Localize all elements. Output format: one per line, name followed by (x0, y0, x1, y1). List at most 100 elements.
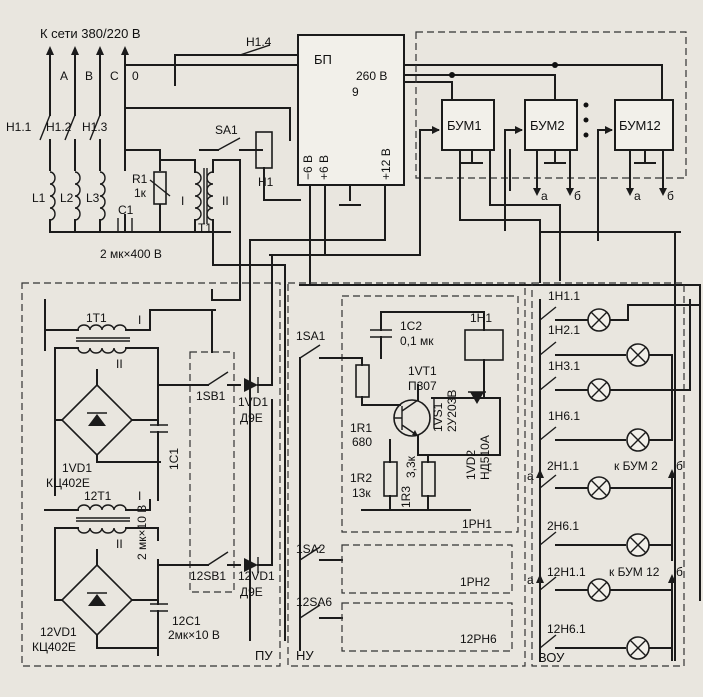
switch-h11: Н1.1 (6, 120, 32, 134)
switch-12sb1 (207, 551, 229, 566)
1c2-label: 1С2 (400, 319, 422, 333)
sa1-label: SA1 (215, 123, 238, 137)
phase-0: 0 (132, 69, 139, 83)
rn1-label: 1РН1 (462, 517, 492, 531)
vou-contact-2: 1Н2.1 (548, 323, 580, 337)
t1-label: T1 (198, 221, 212, 235)
12vd1-label: 12VD1 (40, 625, 77, 639)
bum-2 (524, 99, 578, 151)
12sb1-label: 12SB1 (190, 569, 226, 583)
phase-arrows (46, 46, 129, 116)
psu-out-m6: −6 В (301, 155, 315, 180)
psu-block (297, 34, 405, 186)
psu-mark: 9 (352, 85, 359, 99)
switch-12sa6 (299, 604, 321, 619)
1sa2-label: 1SA2 (296, 542, 326, 556)
vou-a-12: а (527, 573, 534, 587)
transistor-1vt1 (393, 384, 431, 456)
relay-1h1 (464, 329, 504, 361)
vou-contact-4: 1Н6.1 (548, 409, 580, 423)
12vd1d-type: Д9Е (240, 585, 263, 599)
vou-row-4 (539, 426, 673, 452)
inductor-l1: L1 (32, 191, 46, 205)
psu-out-p6: +6 В (317, 155, 331, 180)
12t1-w1: I (138, 489, 141, 503)
nu-region (287, 282, 526, 667)
vou-contact-6: 2Н6.1 (547, 519, 579, 533)
rn2-region (341, 544, 513, 594)
bum12-out-a: а (634, 189, 641, 203)
1t1-w2: II (116, 357, 123, 371)
vou-region (531, 282, 685, 667)
switch-1sa2 (299, 546, 321, 561)
c1-value: 2 мк×400 В (100, 247, 162, 261)
bum-1 (441, 99, 495, 151)
relay-h1-label: Н1 (258, 175, 274, 189)
1vt1-type: П307 (408, 379, 437, 393)
phase-c: C (110, 69, 119, 83)
pu-c-val: 2 мк×10 В (135, 505, 149, 560)
12c1-label: 12С1 (172, 614, 201, 628)
1r2-value: 13к (352, 486, 371, 500)
t1-w2: II (222, 194, 229, 208)
psu-out-12: +12 В (379, 148, 393, 180)
1r2-label: 1R2 (350, 471, 372, 485)
12t1-w2: II (116, 537, 123, 551)
1sa1-label: 1SA1 (296, 329, 326, 343)
vou-to-bum2: к БУМ 2 (614, 459, 658, 473)
inductors (49, 171, 231, 233)
switch-1sb1 (207, 371, 229, 386)
1c2-value: 0,1 мк (400, 334, 434, 348)
switch-sa1 (217, 137, 241, 151)
vou-row-5 (539, 474, 673, 500)
switch-panel (189, 351, 235, 593)
bum12-out-b: б (667, 189, 674, 203)
bum2-out-a: а (541, 189, 548, 203)
pu-region (21, 282, 281, 667)
resistor-r1 (153, 171, 167, 205)
diode-12vd1 (244, 558, 258, 572)
12t1-label: 12Т1 (84, 489, 112, 503)
bum2-out-b: б (574, 189, 581, 203)
vou-b-2: б (676, 459, 683, 473)
psu-label: БП (314, 52, 332, 67)
12vd1d-label: 12VD1 (238, 569, 275, 583)
1vd2-type: НД510А (478, 435, 492, 480)
1vs1-type: 2У203В (445, 390, 459, 432)
t1-w1: I (181, 194, 184, 208)
bum-1-label: БУМ1 (447, 118, 482, 133)
capacitor-1c1 (150, 424, 168, 433)
1r1-label: 1R1 (350, 421, 372, 435)
resistor-1r1 (355, 364, 370, 398)
inductor-l3: L3 (86, 191, 100, 205)
1t1-label: 1Т1 (86, 311, 107, 325)
r1-label: R1 (132, 172, 148, 186)
bum-2-label: БУМ2 (530, 118, 565, 133)
phase-a: A (60, 69, 68, 83)
vou-row-7 (539, 576, 673, 602)
1vd1d-type: Д9Е (240, 411, 263, 425)
vou-contact-7: 12Н1.1 (547, 565, 586, 579)
bridge-12vd1 (54, 549, 159, 649)
switch-1sa1 (299, 344, 321, 359)
1h1-label: 1Н1 (470, 311, 492, 325)
1r1-value: 680 (352, 435, 372, 449)
contact-h14 (239, 44, 271, 56)
diode-1vd2 (470, 392, 484, 404)
vou-row-8 (539, 634, 673, 660)
vou-row-6 (539, 531, 673, 557)
1vs1-label: 1VS1 (431, 402, 445, 432)
contact-h14-label: Н1.4 (246, 35, 272, 49)
1r3-value: 3,3к (404, 455, 418, 478)
neutral-bus (124, 54, 301, 151)
vou-row-2 (539, 341, 673, 367)
resistor-1r3 (421, 461, 436, 497)
vou-row-1 (539, 304, 629, 332)
vou-contact-8: 12Н6.1 (547, 622, 586, 636)
r1-value: 1к (134, 186, 147, 200)
1vd1-label: 1VD1 (62, 461, 92, 475)
rn2-label: 1РН2 (460, 575, 490, 589)
phase-switches (39, 114, 101, 171)
